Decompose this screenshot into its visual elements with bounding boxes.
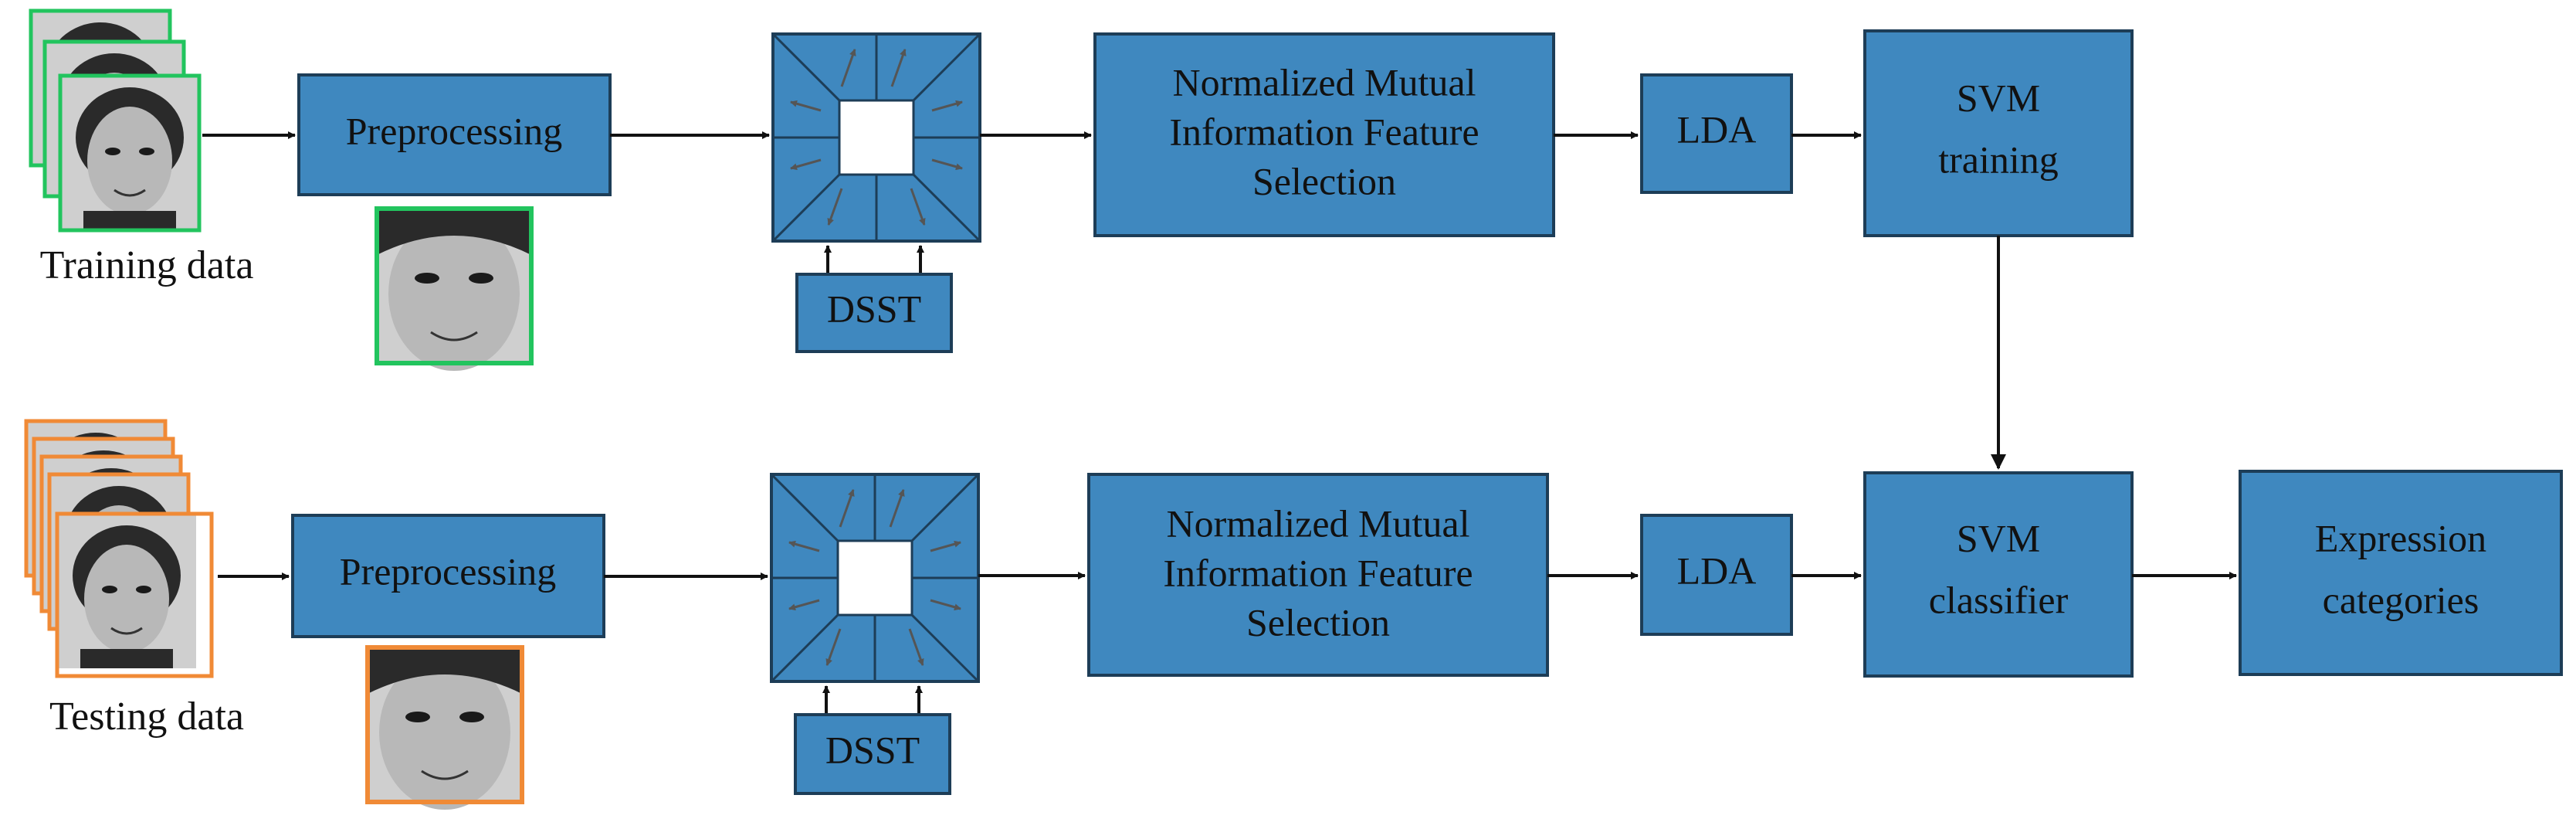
expression-categories-line2: categories bbox=[2323, 578, 2479, 621]
nmi-feature-selection-box: Normalized Mutual Information Feature Se… bbox=[1093, 32, 1555, 237]
filter-block-icon bbox=[770, 473, 980, 683]
training-row: Training data Preprocessing bbox=[29, 8, 2134, 372]
face-photo-icon bbox=[58, 73, 202, 233]
face-photo-icon bbox=[375, 206, 534, 372]
svm-training-line1: SVM bbox=[1957, 76, 2040, 119]
dsst-label-test: DSST bbox=[825, 728, 920, 771]
testing-photo-stack bbox=[24, 419, 214, 678]
preprocessing-box: Preprocessing bbox=[297, 73, 612, 196]
training-data-caption: Training data bbox=[40, 243, 254, 287]
expression-categories-box: Expression categories bbox=[2239, 470, 2563, 676]
nmi-label-line1: Normalized Mutual bbox=[1173, 60, 1476, 104]
nmi-label-line2: Information Feature bbox=[1169, 110, 1479, 153]
svm-training-line2: training bbox=[1938, 138, 2059, 181]
nmi-label-test-line3: Selection bbox=[1246, 600, 1390, 644]
preprocessing-label-test: Preprocessing bbox=[340, 549, 557, 593]
nmi-label-test-line2: Information Feature bbox=[1163, 551, 1473, 594]
training-photo-stack bbox=[29, 8, 202, 233]
svm-training-box: SVM training bbox=[1863, 29, 2134, 237]
svm-classifier-line2: classifier bbox=[1929, 578, 2069, 621]
testing-row: Testing data Preprocessing bbox=[24, 419, 2563, 811]
lda-box: LDA bbox=[1640, 73, 1793, 194]
nmi-feature-selection-box-test: Normalized Mutual Information Feature Se… bbox=[1087, 473, 1549, 677]
dsst-box: DSST bbox=[795, 273, 953, 353]
nmi-label-line3: Selection bbox=[1252, 159, 1396, 202]
testing-data-caption: Testing data bbox=[49, 695, 244, 739]
dsst-label: DSST bbox=[827, 287, 921, 330]
nmi-label-test-line1: Normalized Mutual bbox=[1167, 501, 1470, 545]
dsst-box-test: DSST bbox=[794, 713, 951, 795]
expression-categories-line1: Expression bbox=[2315, 516, 2486, 559]
preprocessing-label: Preprocessing bbox=[346, 109, 563, 152]
lda-label-test: LDA bbox=[1677, 549, 1757, 592]
lda-label: LDA bbox=[1677, 107, 1757, 151]
svm-classifier-box: SVM classifier bbox=[1863, 471, 2134, 678]
face-photo-icon bbox=[365, 645, 524, 811]
preprocessing-box-test: Preprocessing bbox=[291, 514, 605, 638]
face-photo-icon bbox=[55, 511, 214, 678]
lda-box-test: LDA bbox=[1640, 514, 1793, 636]
svm-classifier-line1: SVM bbox=[1957, 516, 2040, 559]
filter-block-icon bbox=[771, 32, 981, 243]
